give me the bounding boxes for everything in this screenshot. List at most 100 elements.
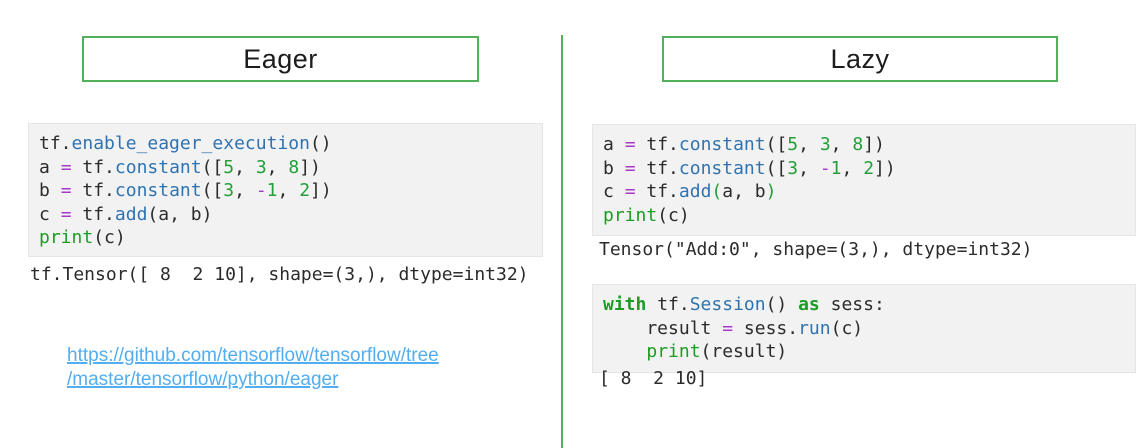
code-token: )	[765, 181, 777, 202]
code-token: ([	[765, 134, 788, 155]
code-token: ])	[863, 134, 885, 155]
code-token: ([	[201, 156, 224, 178]
github-link-line2: /master/tensorflow/python/eager	[67, 369, 339, 390]
code-token: a	[603, 134, 625, 155]
code-line: print(c)	[603, 204, 1125, 228]
code-token: b	[39, 180, 61, 201]
code-line: with tf.Session() as sess:	[603, 293, 1125, 317]
column-divider	[561, 35, 563, 448]
code-token: tf.	[39, 133, 72, 154]
code-token: 3	[787, 157, 799, 179]
code-line: print(c)	[39, 226, 532, 250]
code-token: 3	[223, 180, 235, 201]
code-token: 1	[830, 157, 842, 179]
code-line: b = tf.constant([3, -1, 2])	[39, 179, 532, 203]
code-token: ])	[299, 156, 321, 178]
code-token: a	[39, 156, 61, 178]
code-token: =	[722, 317, 734, 339]
code-line: c = tf.add(a, b)	[603, 180, 1125, 204]
lazy-output-text-2: [ 8 2 10]	[599, 368, 708, 389]
code-token: tf.	[635, 181, 679, 202]
code-token: result	[603, 317, 723, 339]
code-token: (c)	[657, 204, 690, 226]
lazy-code-block-1: a = tf.constant([5, 3, 8])b = tf.constan…	[592, 124, 1136, 236]
code-token: ,	[830, 134, 853, 155]
eager-output-text: tf.Tensor([ 8 2 10], shape=(3,), dtype=i…	[30, 264, 529, 285]
code-token: ([	[201, 180, 224, 201]
code-token: constant	[678, 134, 766, 155]
code-token: tf.	[71, 156, 115, 178]
code-token: a, b	[722, 181, 766, 202]
lazy-title: Lazy	[830, 43, 890, 74]
code-token: ])	[874, 157, 896, 179]
code-token: 5	[223, 156, 235, 178]
code-line: result = sess.run(c)	[603, 317, 1125, 341]
code-token: ,	[798, 157, 820, 179]
code-token: ()	[765, 294, 799, 315]
code-token: tf.	[635, 134, 679, 155]
code-token: =	[624, 134, 636, 155]
code-token: ,	[234, 180, 256, 201]
eager-title-box: Eager	[82, 36, 479, 82]
code-line: print(result)	[603, 340, 1125, 364]
code-token: ,	[798, 134, 820, 155]
code-token: ,	[234, 156, 256, 178]
lazy-output-text-1: Tensor("Add:0", shape=(3,), dtype=int32)	[599, 239, 1033, 260]
code-token	[603, 341, 646, 362]
code-token: 2	[299, 180, 311, 201]
code-token: run	[798, 317, 831, 339]
code-token: 8	[288, 156, 300, 178]
code-token: b	[603, 157, 625, 179]
code-token: -	[819, 157, 831, 179]
eager-code-block: tf.enable_eager_execution()a = tf.consta…	[28, 123, 543, 257]
code-token: print	[39, 227, 94, 248]
code-line: b = tf.constant([3, -1, 2])	[603, 157, 1125, 181]
code-token: -	[255, 180, 267, 201]
code-token: tf.	[646, 294, 690, 315]
code-token: add	[114, 203, 148, 225]
code-token: =	[60, 203, 72, 225]
code-token: add	[678, 181, 712, 202]
code-token: with	[603, 294, 647, 315]
code-token: tf.	[635, 157, 679, 179]
code-token: ,	[841, 157, 864, 179]
code-line: a = tf.constant([5, 3, 8])	[603, 133, 1125, 157]
code-token: (	[711, 181, 723, 202]
code-token: sess.	[733, 317, 799, 339]
code-token: c	[39, 203, 61, 225]
code-token: ,	[277, 180, 300, 201]
code-token: constant	[678, 157, 766, 179]
code-token: Session	[689, 294, 766, 315]
code-token: (result)	[700, 341, 788, 362]
code-token: (a, b)	[147, 203, 213, 225]
code-token: constant	[114, 180, 202, 201]
code-line: c = tf.add(a, b)	[39, 203, 532, 227]
code-token: constant	[114, 156, 202, 178]
github-eager-link[interactable]: https://github.com/tensorflow/tensorflow…	[67, 344, 547, 392]
code-line: a = tf.constant([5, 3, 8])	[39, 156, 532, 180]
code-token: 8	[852, 134, 864, 155]
code-token: =	[624, 181, 636, 202]
code-token: sess:	[819, 294, 885, 315]
lazy-title-box: Lazy	[662, 36, 1058, 82]
code-token: (c)	[93, 227, 126, 248]
code-token: print	[646, 341, 701, 362]
code-token: 2	[863, 157, 875, 179]
code-token: 3	[819, 134, 831, 155]
code-token: ()	[309, 133, 332, 154]
code-token: ,	[266, 156, 289, 178]
github-link-line1: https://github.com/tensorflow/tensorflow…	[67, 345, 439, 366]
code-token: 3	[255, 156, 267, 178]
code-token: 5	[787, 134, 799, 155]
code-token: c	[603, 181, 625, 202]
code-token: (c)	[830, 317, 864, 339]
code-token: =	[624, 157, 636, 179]
lazy-code-block-2: with tf.Session() as sess: result = sess…	[592, 284, 1136, 373]
code-line: tf.enable_eager_execution()	[39, 132, 532, 156]
code-token: 1	[266, 180, 278, 201]
code-token: as	[798, 294, 820, 315]
code-token: ])	[310, 180, 332, 201]
code-token: tf.	[71, 203, 115, 225]
code-token: enable_eager_execution	[71, 133, 310, 154]
